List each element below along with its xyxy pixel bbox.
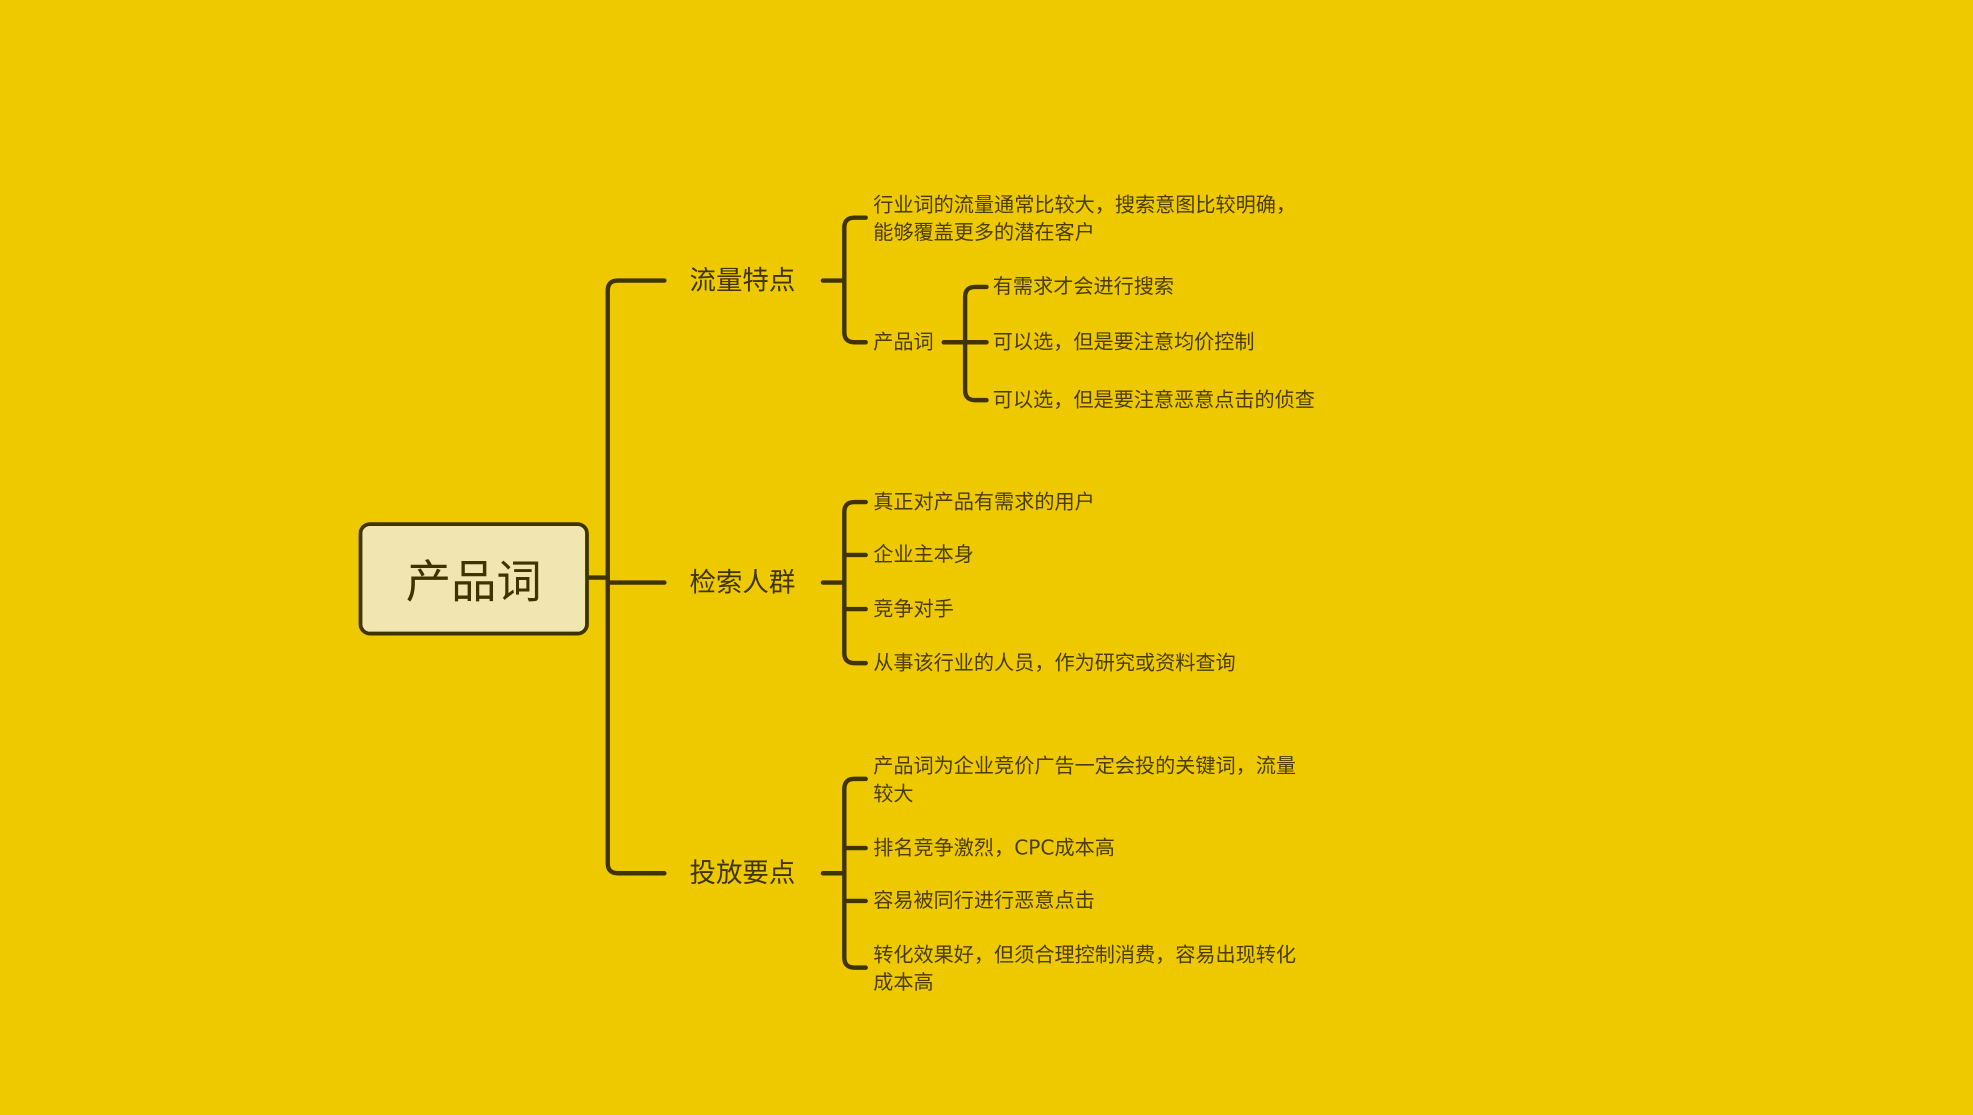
leaf-text[interactable]: 从事该行业的人员，作为研究或资料查询 <box>873 650 1236 675</box>
leaf-text[interactable]: 真正对产品有需求的用户 <box>873 489 1095 514</box>
sub-leaf[interactable]: 有需求才会进行搜索 <box>992 274 1175 299</box>
root-connector <box>586 575 610 585</box>
leaf-text[interactable]: 排名竞争激烈，CPC成本高 <box>873 835 1115 860</box>
root-node[interactable]: 产品词 <box>358 522 589 636</box>
sub-leaf[interactable]: 可以选，但是要注意均价控制 <box>992 329 1255 354</box>
leaf-text[interactable]: 成本高 <box>873 970 934 995</box>
leaf-product-word[interactable]: 产品词 <box>873 329 934 354</box>
branch-traffic-features[interactable]: 流量特点 <box>689 265 796 296</box>
sub-leaf[interactable]: 可以选，但是要注意恶意点击的侦查 <box>992 387 1315 412</box>
leaf-text[interactable]: 企业主本身 <box>873 542 974 567</box>
root-label: 产品词 <box>405 557 542 610</box>
bracket-traffic <box>820 215 868 345</box>
main-bracket <box>605 278 667 876</box>
leaf-text[interactable]: 竞争对手 <box>873 596 954 621</box>
leaf-text[interactable]: 能够覆盖更多的潜在客户 <box>873 220 1095 245</box>
branch-search-audience[interactable]: 检索人群 <box>689 567 796 598</box>
leaf-text[interactable]: 转化效果好，但须合理控制消费，容易出现转化 <box>873 942 1297 967</box>
leaf-text[interactable]: 较大 <box>873 781 914 806</box>
leaf-text[interactable]: 行业词的流量通常比较大，搜索意图比较明确， <box>873 192 1297 217</box>
bracket-delivery <box>820 776 868 970</box>
bracket-product-word <box>941 284 989 403</box>
branch-delivery-points[interactable]: 投放要点 <box>689 858 796 889</box>
leaf-text[interactable]: 容易被同行进行恶意点击 <box>873 888 1095 913</box>
leaf-text[interactable]: 产品词为企业竞价广告一定会投的关键词，流量 <box>873 753 1297 778</box>
bracket-audience <box>820 499 868 666</box>
